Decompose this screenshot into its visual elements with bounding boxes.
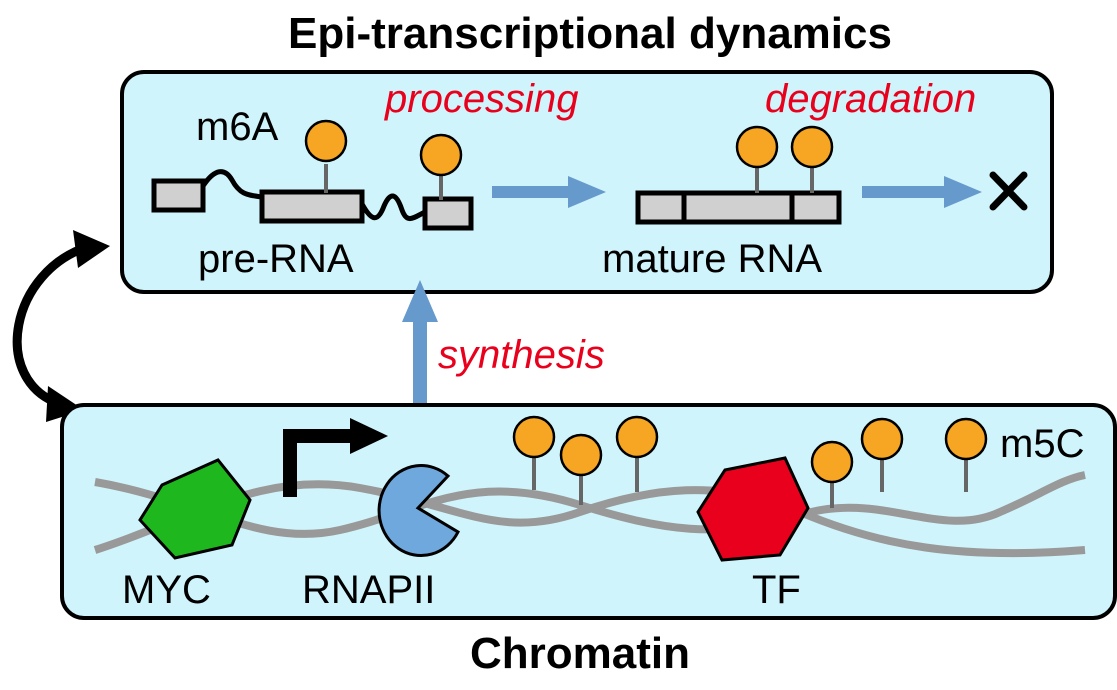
intron-line (200, 169, 263, 200)
dna-double-helix (93, 471, 1086, 558)
label-m5c: m5C (1000, 422, 1084, 466)
m5c-modification (860, 417, 904, 461)
title-epitranscriptional: Epi-transcriptional dynamics (288, 9, 892, 58)
m5c-modification (615, 415, 659, 459)
label-mature-rna: mature RNA (602, 237, 822, 281)
myc-protein (138, 458, 252, 560)
title-chromatin: Chromatin (470, 629, 690, 678)
intron-line (359, 193, 427, 221)
label-pre-rna: pre-RNA (198, 237, 354, 281)
m5c-modification (559, 433, 603, 477)
label-rnapii: RNAPII (302, 568, 435, 612)
tf-protein (696, 456, 810, 562)
processing-arrow (492, 176, 606, 208)
exon-box (151, 178, 206, 213)
degradation-arrow (862, 176, 982, 208)
mature-rna-diagram (635, 125, 842, 225)
pre-rna-diagram (151, 119, 474, 231)
epitranscriptome-panel (120, 70, 1054, 294)
exon-box (422, 196, 474, 231)
label-myc: MYC (122, 568, 211, 612)
label-m6a: m6A (196, 105, 279, 149)
x-mark-icon (989, 171, 1028, 211)
m6a-modification (304, 119, 348, 163)
label-tf: TF (752, 568, 801, 612)
mature-rna-body (635, 190, 842, 225)
label-processing: processing (384, 77, 578, 121)
m6a-modification (735, 125, 779, 169)
label-degradation: degradation (765, 77, 976, 121)
m5c-modification (944, 417, 988, 461)
label-synthesis: synthesis (438, 333, 605, 377)
exon-box (259, 189, 365, 224)
feedback-double-arrow (12, 230, 110, 422)
m5c-modification (512, 415, 556, 459)
m6a-modification (419, 133, 463, 177)
transcription-start-arrow-icon (283, 418, 388, 497)
rnapii-enzyme (377, 464, 460, 558)
m5c-modifications (512, 415, 988, 508)
m6a-modification (790, 125, 834, 169)
m5c-modification (810, 440, 854, 484)
